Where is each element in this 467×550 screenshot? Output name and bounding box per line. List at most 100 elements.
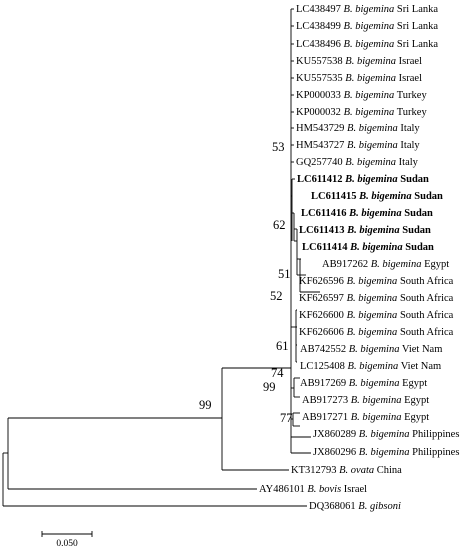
leaf-location: Sri Lanka <box>394 21 438 32</box>
leaf-label: AY486101 B. bovis Israel <box>259 484 367 495</box>
leaf-location: Italy <box>396 157 419 168</box>
leaf-location: Viet Nam <box>399 344 442 355</box>
leaf-location: Sri Lanka <box>394 4 438 15</box>
leaf-accession: KF626600 <box>299 310 347 321</box>
leaf-species: B. bigemina <box>344 174 398 185</box>
leaf-location: Egypt <box>401 412 429 423</box>
leaf-label: LC611416 B. bigemina Sudan <box>301 208 433 219</box>
leaf-species: B. bigemina <box>344 107 395 118</box>
leaf-species: B. bigemina <box>344 21 395 32</box>
leaf-species: B. bigemina <box>347 123 398 134</box>
scale-bar-label: 0.050 <box>56 539 78 549</box>
bootstrap-value: 53 <box>272 140 285 154</box>
leaf-accession: LC438499 <box>296 21 344 32</box>
leaf-label: LC438497 B. bigemina Sri Lanka <box>296 4 438 15</box>
leaf-label: DQ368061 B. gibsoni <box>309 501 401 512</box>
leaf-species: B. bigemina <box>347 310 398 321</box>
leaf-label: AB917269 B. bigemina Egypt <box>300 378 427 389</box>
leaf-location: South Africa <box>397 310 453 321</box>
leaf-label: LC438499 B. bigemina Sri Lanka <box>296 21 438 32</box>
leaf-species: B. bigemina <box>344 4 395 15</box>
leaf-location: Sudan <box>402 208 433 219</box>
leaf-accession: LC438497 <box>296 4 344 15</box>
bootstrap-value: 74 <box>271 366 284 380</box>
leaf-accession: LC611413 <box>299 225 347 236</box>
leaf-accession: LC611416 <box>301 208 349 219</box>
leaf-species: B. bigemina <box>349 378 400 389</box>
leaf-location: Italy <box>398 123 421 134</box>
leaf-accession: AB917262 <box>322 259 371 270</box>
leaf-species: B. bigemina <box>344 90 395 101</box>
leaf-location: Israel <box>341 484 367 495</box>
leaf-accession: KF626606 <box>299 327 347 338</box>
leaf-species: B. bigemina <box>345 56 396 67</box>
leaf-label: LC611415 B. bigemina Sudan <box>311 191 443 202</box>
leaf-location: Sudan <box>398 174 429 185</box>
bootstrap-value: 77 <box>280 411 293 425</box>
leaf-species: B. bigemina <box>351 395 402 406</box>
leaf-accession: DQ368061 <box>309 501 358 512</box>
leaf-location: Sri Lanka <box>394 39 438 50</box>
leaf-accession: KU557538 <box>296 56 345 67</box>
leaf-accession: KF626596 <box>299 276 347 287</box>
leaf-location: Viet Nam <box>398 361 441 372</box>
leaf-accession: GQ257740 <box>296 157 345 168</box>
leaf-accession: KP000032 <box>296 107 344 118</box>
leaf-location: Egypt <box>399 378 427 389</box>
leaf-label: KU557535 B. bigemina Israel <box>296 73 422 84</box>
leaf-accession: LC438496 <box>296 39 344 50</box>
leaf-label: KF626596 B. bigemina South Africa <box>299 276 454 287</box>
leaf-location: Sudan <box>400 225 431 236</box>
leaf-label: LC611414 B. bigemina Sudan <box>302 242 434 253</box>
leaf-species: B. ovata <box>339 465 374 476</box>
leaf-accession: AB917271 <box>302 412 351 423</box>
bootstrap-value: 52 <box>270 289 283 303</box>
leaf-accession: KT312793 <box>291 465 339 476</box>
leaf-location: Egypt <box>401 395 429 406</box>
leaf-accession: LC611415 <box>311 191 359 202</box>
leaf-location: South Africa <box>397 276 453 287</box>
leaf-location: Turkey <box>394 90 427 101</box>
leaf-accession: LC611414 <box>302 242 350 253</box>
leaf-label: LC438496 B. bigemina Sri Lanka <box>296 39 438 50</box>
leaf-label: LC125408 B. bigemina Viet Nam <box>300 361 441 372</box>
leaf-label: KF626600 B. bigemina South Africa <box>299 310 454 321</box>
leaf-label: AB917262 B. bigemina Egypt <box>322 259 449 270</box>
leaf-label: KU557538 B. bigemina Israel <box>296 56 422 67</box>
leaf-location: Sudan <box>403 242 434 253</box>
leaf-location: China <box>374 465 402 476</box>
leaf-species: B. bovis <box>307 484 341 495</box>
leaf-species: B. bigemina <box>344 39 395 50</box>
leaf-accession: KU557535 <box>296 73 345 84</box>
leaf-location: Turkey <box>394 107 427 118</box>
leaf-label: HM543727 B. bigemina Italy <box>296 140 420 151</box>
leaf-accession: AB917269 <box>300 378 349 389</box>
leaf-accession: JX860296 <box>313 447 359 458</box>
leaf-label: HM543729 B. bigemina Italy <box>296 123 420 134</box>
leaf-accession: AB917273 <box>302 395 351 406</box>
leaf-label: AB917271 B. bigemina Egypt <box>302 412 429 423</box>
leaf-label: AB742552 B. bigemina Viet Nam <box>300 344 442 355</box>
leaf-label: KP000033 B. bigemina Turkey <box>296 90 427 101</box>
leaf-label: KP000032 B. bigemina Turkey <box>296 107 427 118</box>
bootstrap-value: 99 <box>263 380 276 394</box>
leaf-species: B. bigemina <box>359 429 410 440</box>
leaf-label: KT312793 B. ovata China <box>291 465 402 476</box>
bootstrap-value: 61 <box>276 339 289 353</box>
leaf-species: B. bigemina <box>349 242 403 253</box>
leaf-label: JX860296 B. bigemina Philippines <box>313 447 459 458</box>
leaf-location: Israel <box>396 73 422 84</box>
leaf-location: South Africa <box>397 327 453 338</box>
leaf-label: KF626597 B. bigemina South Africa <box>299 293 454 304</box>
scale-bar: 0.050 <box>41 531 93 549</box>
leaf-accession: HM543729 <box>296 123 347 134</box>
leaf-species: B. bigemina <box>345 157 396 168</box>
leaf-location: Israel <box>396 56 422 67</box>
leaf-species: B. bigemina <box>348 208 402 219</box>
leaf-species: B. bigemina <box>345 73 396 84</box>
bootstrap-value: 99 <box>199 398 212 412</box>
leaf-label: JX860289 B. bigemina Philippines <box>313 429 459 440</box>
